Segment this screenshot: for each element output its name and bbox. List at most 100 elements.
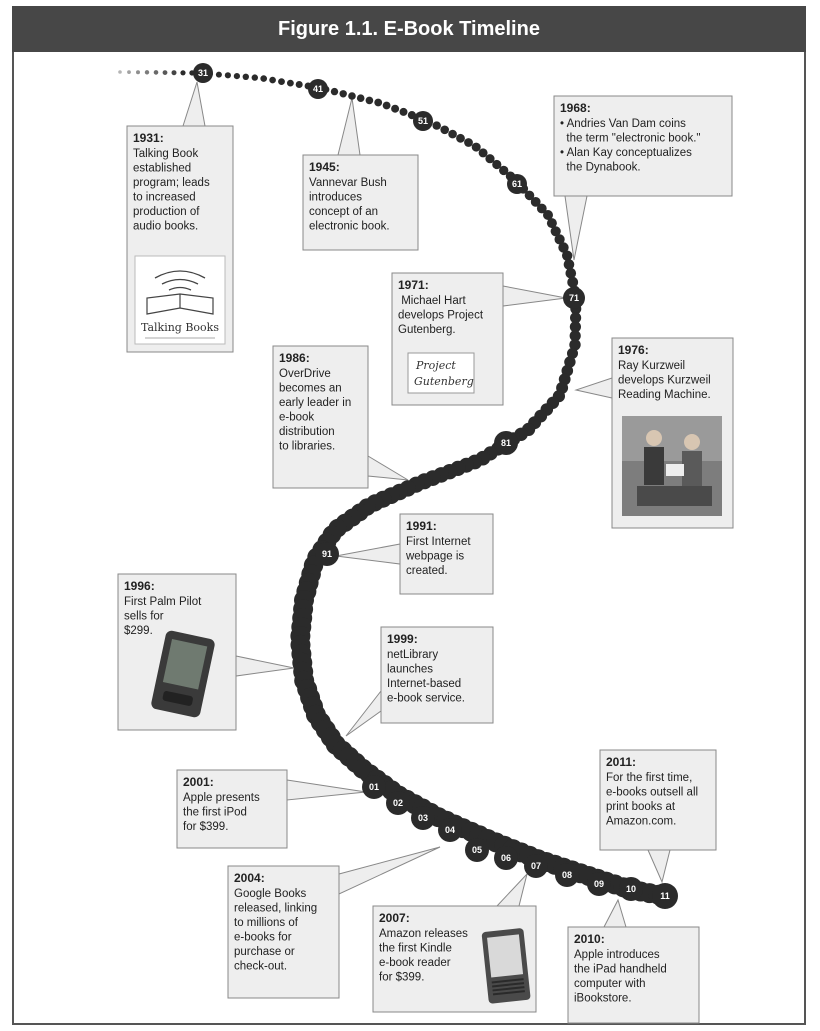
event-1968-pointer bbox=[565, 196, 587, 260]
event-2011-text-line: print books at bbox=[606, 801, 676, 813]
event-1999-text-line: e-book service. bbox=[387, 693, 465, 705]
timeline-bead bbox=[154, 70, 159, 75]
event-1971-year: 1971: bbox=[398, 278, 429, 292]
timeline-bead bbox=[296, 81, 303, 88]
timeline-bead bbox=[448, 130, 457, 139]
event-1971-callout: 1971: Michael Hart develops ProjectGutenb… bbox=[392, 273, 503, 405]
event-1999-text-line: netLibrary bbox=[387, 649, 438, 661]
event-1968-callout: 1968:• Andries Van Dam coins the term "e… bbox=[554, 96, 732, 196]
timeline-bead bbox=[287, 80, 294, 87]
event-1996-text-line: $299. bbox=[124, 625, 153, 637]
event-1991-text-line: First Internet bbox=[406, 536, 471, 548]
timeline-bead bbox=[440, 126, 449, 135]
event-2004-text-line: e-books for bbox=[234, 932, 292, 944]
event-2004-text-line: to millions of bbox=[234, 917, 299, 929]
event-1945-text-line: electronic book. bbox=[309, 221, 390, 233]
event-1986-pointer bbox=[368, 456, 408, 480]
timeline-bead bbox=[180, 70, 185, 75]
event-2011-text-line: e-books outsell all bbox=[606, 787, 698, 799]
event-1968-text-line: • Andries Van Dam coins bbox=[560, 118, 686, 130]
event-1968-text-line: the Dynabook. bbox=[560, 162, 641, 174]
event-1991-pointer bbox=[336, 544, 400, 564]
event-2007-callout: 2007:Amazon releasesthe first Kindlee-bo… bbox=[373, 906, 536, 1012]
event-1986-text-line: becomes an bbox=[279, 383, 342, 395]
event-2001-year: 2001: bbox=[183, 775, 214, 789]
timeline-bead bbox=[456, 134, 465, 143]
event-1991-text-line: webpage is bbox=[405, 551, 464, 563]
event-1996-text-line: sells for bbox=[124, 611, 164, 623]
talking-books-logo-text: Talking Books bbox=[141, 321, 219, 334]
event-1931-text-line: audio books. bbox=[133, 221, 198, 233]
timeline-bead bbox=[433, 121, 441, 129]
event-1945-callout: 1945:Vannevar Bushintroducesconcept of a… bbox=[303, 155, 418, 250]
timeline-bead bbox=[252, 74, 258, 80]
timeline-bead bbox=[127, 70, 131, 74]
year-dot-label-41: 41 bbox=[313, 84, 323, 94]
event-1945-text-line: Vannevar Bush bbox=[309, 177, 387, 189]
event-1968-year: 1968: bbox=[560, 101, 591, 115]
event-1991-text-line: created. bbox=[406, 565, 448, 577]
event-1986-text-line: e-book bbox=[279, 412, 314, 424]
event-2010-text-line: the iPad handheld bbox=[574, 964, 667, 976]
event-1999-text-line: launches bbox=[387, 664, 433, 676]
event-1991-year: 1991: bbox=[406, 519, 437, 533]
event-1945-year: 1945: bbox=[309, 160, 340, 174]
year-dot-label-10: 10 bbox=[626, 884, 636, 894]
timeline-bead bbox=[374, 99, 382, 107]
year-dot-label-06: 06 bbox=[501, 853, 511, 863]
timeline-bead bbox=[383, 102, 391, 110]
year-dot-label-03: 03 bbox=[418, 813, 428, 823]
year-dot-label-81: 81 bbox=[501, 438, 511, 448]
event-1931-callout: 1931:Talking Bookestablishedprogram; lea… bbox=[127, 126, 233, 352]
timeline-bead bbox=[340, 90, 347, 97]
event-2001-pointer bbox=[287, 780, 366, 800]
year-dot-label-02: 02 bbox=[393, 798, 403, 808]
event-2004-text-line: purchase or bbox=[234, 946, 295, 958]
year-dot-label-71: 71 bbox=[569, 293, 579, 303]
kurzweil-photo bbox=[622, 416, 722, 516]
project-gutenberg-logo-text-1: Project bbox=[415, 359, 456, 372]
timeline-bead bbox=[172, 70, 177, 75]
event-1971-text-line: Gutenberg. bbox=[398, 324, 456, 336]
timeline-bead bbox=[366, 97, 374, 105]
event-2004-text-line: released, linking bbox=[234, 903, 317, 915]
event-1999-callout: 1999:netLibrarylaunchesInternet-basede-b… bbox=[381, 627, 493, 723]
timeline-bead bbox=[400, 108, 408, 116]
timeline-bead bbox=[562, 251, 572, 261]
event-2007-text-line: the first Kindle bbox=[379, 943, 452, 955]
event-2001-text-line: Apple presents bbox=[183, 792, 260, 804]
year-dot-label-11: 11 bbox=[660, 891, 670, 901]
event-1986-year: 1986: bbox=[279, 351, 310, 365]
event-2007-text-line: for $399. bbox=[379, 972, 424, 984]
event-2004-year: 2004: bbox=[234, 871, 265, 885]
event-1986-text-line: early leader in bbox=[279, 397, 351, 409]
year-dot-label-51: 51 bbox=[418, 116, 428, 126]
event-2011-text-line: Amazon.com. bbox=[606, 816, 676, 828]
event-2007-pointer bbox=[497, 874, 527, 906]
event-1999-pointer bbox=[346, 691, 381, 736]
timeline-bead bbox=[348, 92, 356, 100]
event-1996-text-line: First Palm Pilot bbox=[124, 596, 202, 608]
event-1931-text-line: program; leads bbox=[133, 177, 210, 189]
timeline-bead bbox=[216, 72, 222, 78]
event-1968-text-line: • Alan Kay conceptualizes bbox=[560, 147, 692, 159]
timeline-bead bbox=[225, 72, 231, 78]
event-2011-pointer bbox=[648, 850, 670, 882]
timeline-bead bbox=[136, 70, 140, 74]
timeline-bead bbox=[163, 70, 168, 75]
event-1931-year: 1931: bbox=[133, 131, 164, 145]
event-2011-year: 2011: bbox=[606, 755, 636, 769]
event-2011-callout: 2011:For the first time,e-books outsell … bbox=[600, 750, 716, 850]
year-dot-label-05: 05 bbox=[472, 845, 482, 855]
event-1976-year: 1976: bbox=[618, 343, 649, 357]
timeline-bead bbox=[243, 74, 249, 80]
event-2001-text-line: for $399. bbox=[183, 821, 228, 833]
event-1971-pointer bbox=[503, 286, 566, 306]
event-1971-text-line: develops Project bbox=[398, 310, 484, 322]
event-1971-text-line: Michael Hart bbox=[398, 295, 467, 307]
year-dot-label-04: 04 bbox=[445, 825, 455, 835]
